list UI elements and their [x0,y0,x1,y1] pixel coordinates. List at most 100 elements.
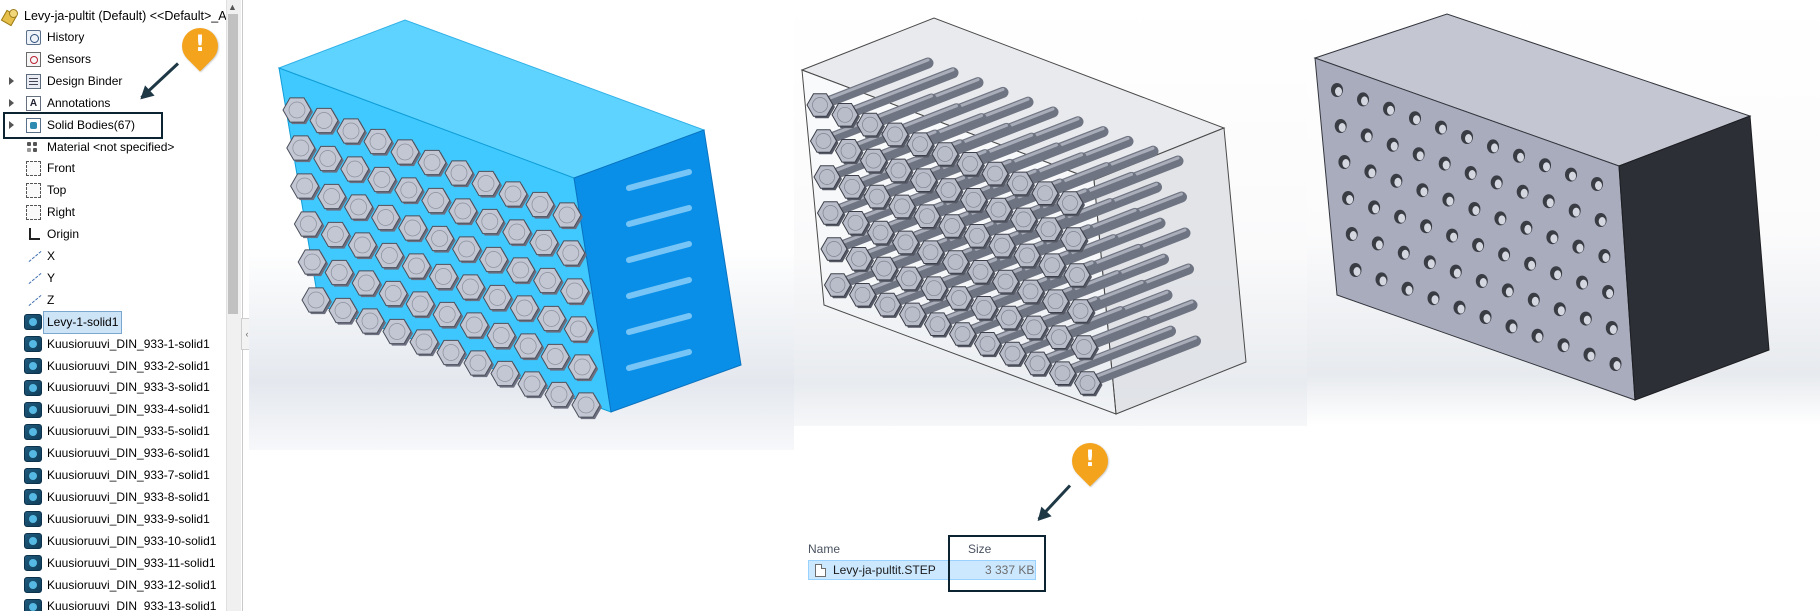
bolt-head-ring [979,335,996,352]
bolt-head-ring [904,306,921,323]
tree-item-label: Solid Bodies(67) [47,117,136,132]
bolt-head-ring [912,136,928,153]
solid-body-item[interactable]: Kuusioruuvi_DIN_933-7-solid1 [24,465,210,486]
bolt-head-ring [573,358,591,376]
scroll-up-arrow-icon[interactable]: ▲ [228,2,237,12]
plate-hole-inner [1609,325,1617,334]
plate-hole-inner [1442,160,1450,170]
tree-item-design-binder[interactable]: Design Binder [9,71,123,92]
bolt-head-ring [496,365,514,382]
solid-plate-holes-drawing [1313,13,1770,401]
bolt-head-ring [890,162,907,179]
tree-scroll-thumb[interactable] [228,14,238,314]
bolt-head-ring [1044,257,1060,274]
solid-body-item[interactable]: Kuusioruuvi_DIN_933-5-solid1 [24,421,210,442]
solid-body-item[interactable]: Kuusioruuvi_DIN_933-11-solid1 [24,553,216,574]
tree-item-y[interactable]: Y [26,268,55,289]
expand-arrow-icon[interactable] [9,77,14,86]
bolt-head-ring [369,133,387,150]
bolt-head-ring [361,312,379,330]
bolt-head [916,240,945,264]
tree-item-material-not-specified[interactable]: Material <not specified> [26,137,174,158]
tree-item-right[interactable]: Right [26,202,75,223]
solid-body-item[interactable]: Kuusioruuvi_DIN_933-1-solid1 [24,334,210,355]
bolt-head [941,250,970,274]
bolt-head [425,225,455,252]
plate-hole-inner [1505,287,1513,297]
tree-item-label: Right [47,205,76,220]
plate-hole-inner [1602,253,1610,262]
plate-hole-inner [1346,195,1354,204]
solid-body-item[interactable]: Kuusioruuvi_DIN_933-13-solid1 [24,596,216,611]
bolt-head [336,118,366,144]
plate-hole-inner [1520,188,1528,198]
plate-hole-inner [1557,306,1565,316]
solid-body-item[interactable]: Kuusioruuvi_DIN_933-12-solid1 [24,575,216,596]
solid-body-item[interactable]: Kuusioruuvi_DIN_933-10-solid1 [24,531,216,552]
column-header-name[interactable]: Name [808,542,841,556]
bolt-head-ring [319,150,337,167]
bolt-head-ring [897,234,914,251]
tree-item-label: Design Binder [47,73,123,88]
bolt-head-ring [350,198,367,216]
tree-item-z[interactable]: Z [26,290,54,311]
callout-pin-file: ! [1064,435,1116,489]
solid-body-item[interactable]: Kuusioruuvi_DIN_933-6-solid1 [24,443,210,464]
tree-item-solid-bodies-67[interactable]: Solid Bodies(67) [9,115,136,136]
plate-hole-inner [1561,342,1569,352]
bolt-head-ring [1026,319,1042,336]
bolt-head-ring [450,164,468,182]
tree-item-label: Sensors [47,51,92,66]
solid-body-item[interactable]: Kuusioruuvi_DIN_933-4-solid1 [24,399,210,420]
plate-hole-inner [1375,240,1383,250]
bolt-head-ring [550,386,568,403]
solid-body-item[interactable]: Kuusioruuvi_DIN_933-8-solid1 [24,487,210,508]
solid-body-item[interactable]: Levy-1-solid1 [24,310,123,334]
bolt-shank-highlight [818,58,930,104]
part-icon [2,8,18,24]
solid-body-icon [24,401,42,418]
bolt-head-ring [454,202,472,220]
expand-arrow-icon[interactable] [9,121,14,130]
bolt-head-ring [327,226,344,243]
solid-body-icon [24,423,42,440]
tree-item-history[interactable]: History [26,27,84,48]
tree-item-label: Top [47,183,67,198]
tree-item-origin[interactable]: Origin [26,224,79,245]
bolt-head-ring [972,263,989,280]
tree-item-top[interactable]: Top [26,180,66,201]
sensors-icon [26,51,41,67]
bolt-head-ring [415,333,433,351]
bolt-head [452,236,482,262]
bolt-head-ring [1065,231,1082,247]
view-solid-plate-with-holes[interactable] [1307,0,1820,425]
tree-item-front[interactable]: Front [26,158,75,179]
plate-hole-inner [1446,196,1454,206]
tree-item-x[interactable]: X [26,246,55,267]
column-header-size[interactable]: Size [968,542,992,556]
solid-body-icon [24,445,42,462]
file-row-step[interactable]: Levy-ja-pultit.STEP 3 337 KB [808,560,1036,580]
bolt-head-ring [303,253,321,271]
plate-hole-inner [1517,152,1524,162]
solid-body-item[interactable]: Kuusioruuvi_DIN_933-9-solid1 [24,509,210,530]
expand-arrow-icon[interactable] [9,99,14,108]
bolt-head [448,198,478,224]
plate-hole-inner [1450,232,1458,242]
bolt-head-ring [869,188,885,205]
view-bolts-transparent-plate[interactable] [794,0,1307,426]
solid-body-item[interactable]: Kuusioruuvi_DIN_933-3-solid1 [24,377,210,398]
solid-body-icon [24,358,42,374]
view-plate-with-bolts-blue[interactable] [249,0,794,450]
bolt-head-ring [1051,329,1067,346]
file-size-highlight-box [948,535,1046,592]
bolt-head-ring [1001,309,1017,326]
bolt-head-ring [894,198,910,215]
bolt-head-ring [944,218,960,234]
solid-body-item[interactable]: Kuusioruuvi_DIN_933-2-solid1 [24,356,210,377]
bolt-head-ring [990,201,1007,218]
tree-root-part[interactable]: Levy-ja-pultit (Default) <<Default>_A [2,6,227,26]
tree-item-sensors[interactable]: Sensors [26,49,91,70]
plate-hole-inner [1595,181,1602,190]
